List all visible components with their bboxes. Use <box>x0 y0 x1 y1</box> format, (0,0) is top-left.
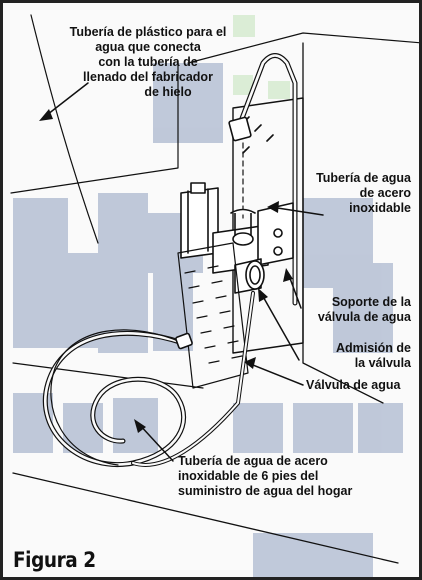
label-line: la válvula <box>354 356 411 370</box>
label-line: con la tubería de <box>98 55 198 69</box>
panel-outline <box>10 32 419 194</box>
leader-arrowheads <box>39 109 293 433</box>
valve-diagram <box>10 14 419 564</box>
compression-nut <box>228 116 252 142</box>
label-line: llenado del fabricador <box>83 70 213 84</box>
label-line: Soporte de la <box>331 295 411 309</box>
label-line: agua que conecta <box>95 40 201 54</box>
label-steel-tube-top: Tubería de agua de acero inoxidable <box>303 171 411 216</box>
figure-title: Figura 2 <box>13 548 96 572</box>
label-supply-tube: Tubería de agua de acero inoxidable de 6… <box>178 454 352 499</box>
label-valve-inlet: Admisión de la válvula <box>303 341 411 371</box>
label-line: Admisión de <box>335 341 411 355</box>
label-line: Tubería de plástico para el <box>69 25 227 39</box>
coil-fitting <box>175 332 193 350</box>
label-line: Válvula de agua <box>306 378 401 392</box>
panel-edge-left <box>30 14 99 244</box>
label-line: inoxidable <box>349 201 411 215</box>
label-line: de hielo <box>144 85 192 99</box>
label-line: válvula de agua <box>317 310 411 324</box>
panel-diagonal-bottom <box>12 472 399 564</box>
water-valve-body <box>180 182 294 294</box>
label-line: Tubería de agua <box>316 171 411 185</box>
panel-diagonal-left <box>12 362 204 389</box>
label-line: inoxidable de 6 pies del <box>178 469 319 483</box>
supply-coil <box>42 291 255 467</box>
label-line: de acero <box>359 186 411 200</box>
label-water-valve: Válvula de agua <box>306 378 400 393</box>
label-line: Tubería de agua de acero <box>178 454 328 468</box>
label-plastic-tube: Tubería de plástico para el agua que con… <box>63 25 233 100</box>
label-line: suministro de agua del hogar <box>178 484 353 498</box>
leader-lines <box>42 82 324 462</box>
label-valve-bracket: Soporte de la válvula de agua <box>293 295 411 325</box>
